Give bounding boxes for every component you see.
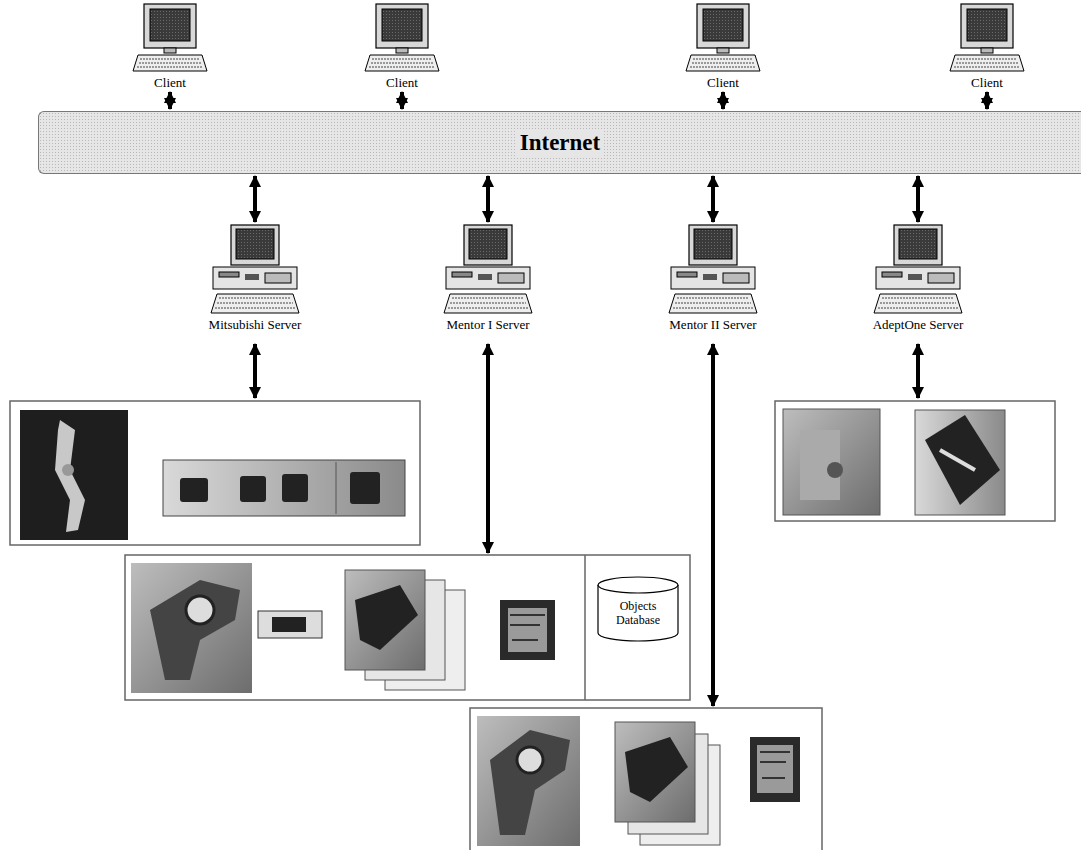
double-arrow-connector: [253, 176, 257, 222]
network-label: Internet: [516, 130, 604, 156]
client-computer: Client: [945, 2, 1029, 90]
node-label: Mentor II Server: [661, 317, 765, 332]
server-computer-icon: [663, 224, 763, 316]
node-label: AdeptOne Server: [866, 317, 970, 332]
double-arrow-connector: [985, 92, 989, 109]
double-arrow-connector: [721, 92, 725, 109]
server-computer: Mitsubishi Server: [203, 224, 307, 332]
client-computer: Client: [360, 2, 444, 90]
mentor-one-equipment-panel: [125, 555, 690, 700]
node-label: Client: [360, 75, 444, 90]
server-computer: Mentor II Server: [661, 224, 765, 332]
server-computer: Mentor I Server: [436, 224, 540, 332]
client-computer: Client: [681, 2, 765, 90]
adeptone-equipment-panel: [775, 401, 1055, 521]
node-label: Client: [945, 75, 1029, 90]
node-label: Objects Database: [603, 599, 673, 627]
server-computer-icon: [438, 224, 538, 316]
double-arrow-connector: [916, 176, 920, 222]
client-computer-icon: [362, 2, 442, 74]
internet-band: Internet: [38, 111, 1081, 174]
double-arrow-connector: [486, 176, 490, 222]
node-label: Client: [681, 75, 765, 90]
server-computer-icon: [868, 224, 968, 316]
node-label: Mitsubishi Server: [203, 317, 307, 332]
server-computer-icon: [205, 224, 305, 316]
client-computer-icon: [947, 2, 1027, 74]
mitsubishi-equipment-panel: [10, 401, 420, 545]
server-computer: AdeptOne Server: [866, 224, 970, 332]
node-label: Client: [128, 75, 212, 90]
double-arrow-connector: [168, 92, 172, 109]
client-computer-icon: [130, 2, 210, 74]
database-cylinder: Objects Database: [596, 576, 680, 642]
client-computer-icon: [683, 2, 763, 74]
client-computer: Client: [128, 2, 212, 90]
double-arrow-connector: [711, 176, 715, 222]
double-arrow-connector: [400, 92, 404, 109]
mentor-two-equipment-panel: [470, 708, 822, 850]
node-label: Mentor I Server: [436, 317, 540, 332]
